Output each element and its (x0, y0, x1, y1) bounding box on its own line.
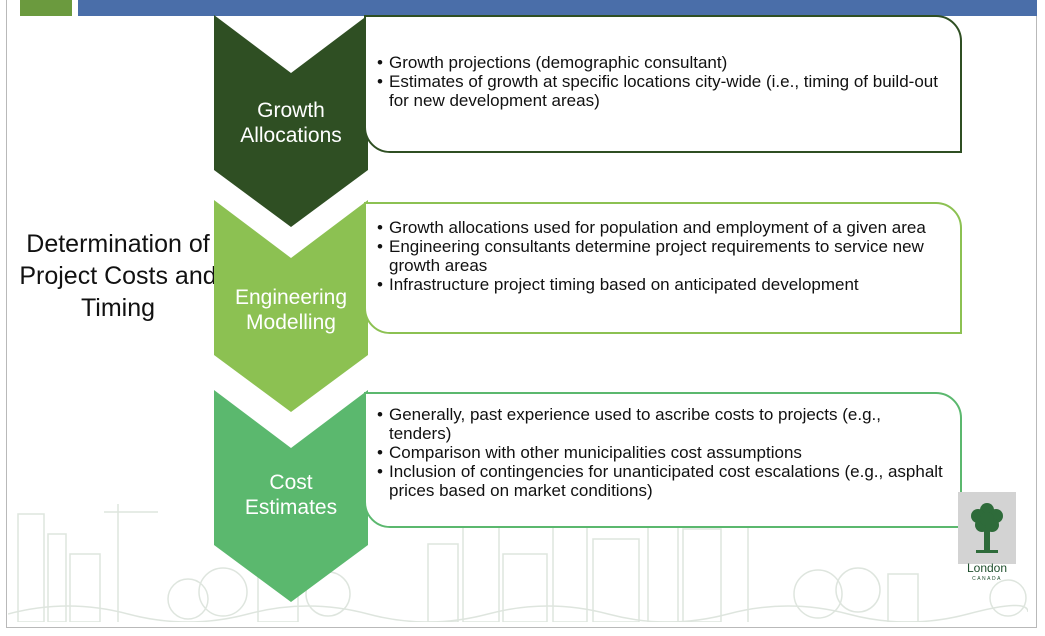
chevron-growth-allocations (214, 15, 368, 227)
description-box-growth-allocations: Growth projections (demographic consulta… (364, 15, 962, 153)
tree-icon (971, 503, 1003, 553)
step-label-line: Estimates (244, 496, 338, 519)
step-label-line: Growth (257, 99, 325, 122)
description-box-cost-estimates: Generally, past experience used to ascri… (364, 392, 962, 528)
step-label-line: Modelling (246, 311, 336, 334)
bullet-item: Generally, past experience used to ascri… (376, 405, 948, 443)
step-label-line: Allocations (240, 124, 342, 147)
bullet-item: Comparison with other municipalities cos… (376, 443, 948, 462)
bullet-item: Engineering consultants determine projec… (376, 237, 948, 275)
city-skyline-backdrop (8, 503, 1028, 622)
bullet-item: Growth allocations used for population a… (376, 218, 948, 237)
bullet-item: Growth projections (demographic consulta… (376, 53, 948, 72)
description-box-engineering-modelling: Growth allocations used for population a… (364, 202, 962, 334)
step-label-line: Cost (269, 471, 313, 494)
logo-badge (958, 492, 1016, 564)
slide-frame (6, 0, 1037, 628)
step-label-cost-estimates: Cost Estimates (214, 470, 368, 520)
chevron-engineering-modelling (214, 200, 368, 412)
bullet-item: Infrastructure project timing based on a… (376, 275, 948, 294)
side-title: Determination of Project Costs and Timin… (19, 230, 217, 322)
chevron-cost-estimates (214, 390, 368, 602)
bullet-item: Inclusion of contingencies for unanticip… (376, 462, 948, 500)
logo-name: London (966, 561, 1008, 575)
london-logo: London CANADA (958, 492, 1016, 588)
bullet-item: Estimates of growth at specific location… (376, 72, 948, 110)
step-label-engineering-modelling: Engineering Modelling (214, 285, 368, 335)
header-bar (78, 0, 1037, 16)
logo-subtitle: CANADA (972, 576, 1002, 582)
step-label-line: Engineering (234, 286, 348, 309)
step-label-growth-allocations: Growth Allocations (214, 98, 368, 148)
header-accent (20, 0, 72, 16)
